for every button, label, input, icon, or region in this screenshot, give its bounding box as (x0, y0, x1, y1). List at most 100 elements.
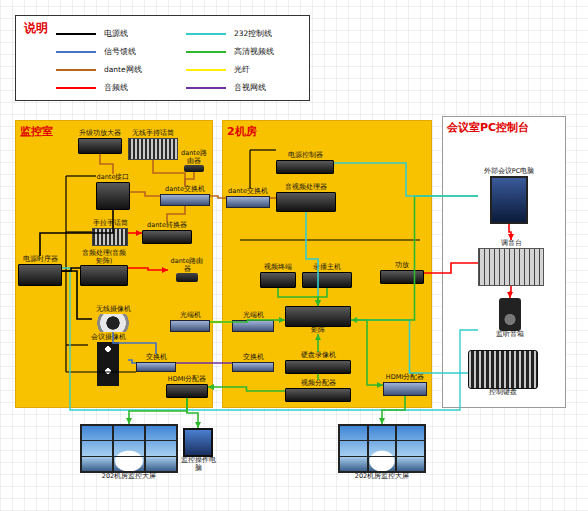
device-box: 硬盘录像机 (285, 352, 351, 374)
switch-icon (226, 196, 270, 209)
zone-title: 2机房 (227, 124, 257, 139)
legend-line (186, 87, 226, 89)
mic-icon (128, 138, 178, 161)
cable-connector (129, 398, 187, 424)
device-label: 无线手持话筒 (132, 130, 174, 138)
device-box: 音视频处理器 (276, 184, 336, 212)
legend-sample (56, 67, 96, 73)
rack-icon (285, 360, 351, 375)
legend-label: 音频线 (104, 83, 128, 93)
device-label: dante转换器 (147, 222, 187, 230)
legend-line (56, 87, 96, 89)
device-label: 交换机 (243, 354, 264, 362)
cable-connector (334, 163, 478, 196)
device-label: 音频处理(音频矩阵) (80, 250, 128, 265)
device-box: dante转换器 (142, 222, 192, 244)
legend-sample (186, 31, 226, 37)
cable-connector (318, 288, 327, 306)
device-label: 电源控制器 (288, 152, 323, 160)
device-label: 202机房监控大屏 (102, 473, 156, 481)
device-label: 硬盘录像机 (301, 352, 336, 360)
device-label: 升级功放大器 (79, 130, 121, 138)
legend-sample (186, 67, 226, 73)
switch-icon (232, 320, 274, 333)
device-box: 电源时序器 (18, 256, 62, 286)
device-label: HDMI分配器 (386, 374, 424, 382)
cable-connector (187, 398, 198, 428)
cable-connector (510, 286, 511, 298)
device-label: 交换机 (146, 354, 167, 362)
legend-sample (186, 85, 226, 91)
legend-entry: 音频线 (56, 82, 128, 94)
cable-connector (317, 374, 319, 380)
legend-line (56, 33, 96, 35)
device-box: 无线手持话筒 (128, 130, 178, 160)
device-box: 会议摄像机 (88, 334, 128, 386)
cable-connector (351, 320, 468, 373)
legend-label: 232控制线 (234, 29, 272, 39)
rack-icon (260, 272, 296, 289)
monitor-icon (183, 428, 214, 457)
legend-title: 说明 (24, 20, 48, 37)
wall-icon (338, 424, 426, 473)
device-box: 交换机 (136, 354, 176, 372)
speaker-icon (499, 298, 521, 331)
switch-icon (136, 362, 176, 373)
room-zone: 2机房电源控制器音视频处理器dante交换机视频终端录播主机矩阵光端机交换机硬盘… (222, 120, 432, 408)
device-label: 监控操作电脑 (180, 457, 216, 472)
legend-entry: 信号馈线 (56, 46, 136, 58)
legend-entry: 音视网线 (186, 82, 266, 94)
device-box: 调音台 (478, 240, 544, 286)
device-label: 控制键盘 (489, 389, 517, 397)
control-wire (62, 268, 478, 410)
device-label: 光端机 (243, 312, 264, 320)
device-box: 手拉手话筒 (92, 220, 128, 246)
rack-icon (18, 264, 62, 287)
mic-icon (92, 228, 128, 247)
legend-line (186, 51, 226, 53)
cable-connector (306, 212, 318, 306)
cable-connector (210, 196, 226, 198)
device-label: dante路由器 (168, 258, 206, 273)
cable-connector (167, 206, 185, 222)
device-box: 外部会议PC电脑 (478, 168, 540, 224)
legend-label: 电源线 (104, 29, 128, 39)
device-box: 视频终端 (260, 264, 296, 288)
device-box: 监控操作电脑 (180, 428, 216, 472)
rack-icon (380, 270, 424, 285)
device-box: 电源控制器 (276, 152, 334, 174)
rack-icon (80, 265, 128, 286)
power-wire (65, 176, 66, 372)
legend-line (56, 69, 96, 71)
cable-connector (153, 160, 185, 186)
device-label: 音视频处理器 (285, 184, 327, 192)
legend-label: 音视网线 (234, 83, 266, 93)
device-box: 矩阵 (285, 306, 351, 334)
legend-sample (186, 49, 226, 55)
power-wire (249, 150, 250, 188)
device-box: HDMI分配器 (383, 374, 427, 396)
power-bus (66, 150, 420, 372)
device-box: 音频处理(音频矩阵) (80, 250, 128, 286)
cable-connector (128, 232, 142, 234)
pc-icon (490, 176, 527, 225)
device-label: dante交换机 (228, 188, 268, 196)
legend-entry: 光纤 (186, 64, 250, 76)
device-label: 功放 (395, 262, 409, 270)
cable-connector (424, 263, 478, 273)
wall-icon (80, 424, 178, 473)
person-icon (97, 342, 119, 387)
rack-icon (96, 182, 130, 211)
legend-label: dante网线 (104, 65, 142, 75)
rack-icon (276, 160, 334, 175)
device-box: 升级功放大器 (78, 130, 122, 154)
device-label: 手拉手话筒 (93, 220, 128, 228)
device-label: 外部会议PC电脑 (484, 168, 534, 176)
rack-icon (142, 230, 192, 245)
device-box: dante接口 (96, 174, 130, 210)
cable-connector (185, 172, 194, 186)
rack-icon (285, 306, 351, 327)
device-label: 矩阵 (311, 327, 325, 335)
zone-title: 会议室PC控制台 (447, 120, 529, 135)
router-icon (176, 273, 199, 282)
